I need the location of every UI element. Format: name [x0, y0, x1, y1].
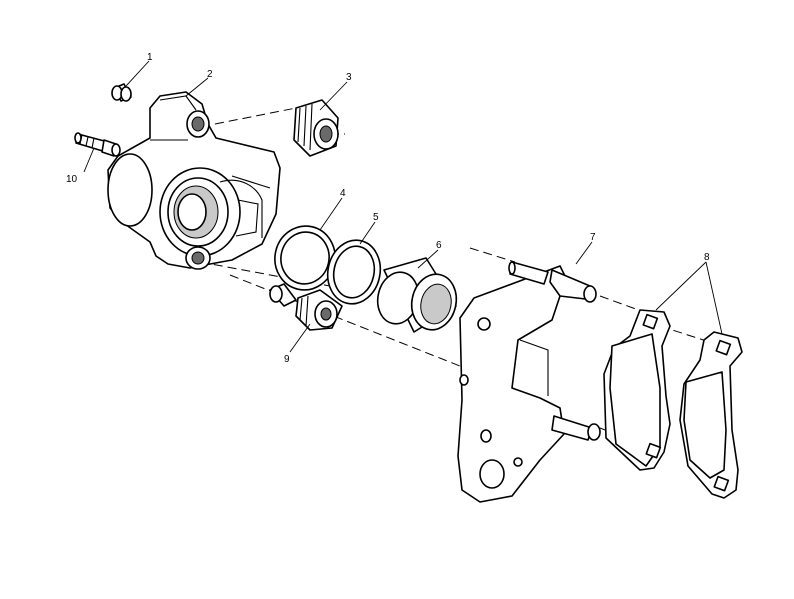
callout-1: 1 [147, 52, 153, 63]
part-10-bleeder-screw [74, 132, 121, 157]
part-8-brake-pads [603, 309, 743, 499]
callout-5: 5 [373, 212, 379, 223]
callout-6: 6 [436, 240, 442, 251]
part-5-dust-seal [326, 239, 382, 305]
part-3-slide-pin-boot [293, 99, 339, 157]
callout-numbers: 1 2 3 4 5 6 7 8 9 10 [66, 52, 710, 365]
callout-4: 4 [340, 188, 346, 199]
part-2-caliper-body [107, 91, 281, 270]
part-4-piston-seal [274, 225, 336, 291]
part-1-bleeder-cap [111, 83, 132, 102]
callout-3: 3 [346, 72, 352, 83]
part-6-piston [376, 257, 458, 333]
callout-2: 2 [207, 69, 213, 80]
callout-7: 7 [590, 232, 596, 243]
callout-leader-lines [83, 60, 723, 353]
part-7-caliper-bracket [457, 261, 601, 503]
callout-10: 10 [66, 174, 78, 185]
part-9-slide-pin [269, 283, 343, 331]
callout-8: 8 [704, 252, 710, 263]
callout-9: 9 [284, 354, 290, 365]
